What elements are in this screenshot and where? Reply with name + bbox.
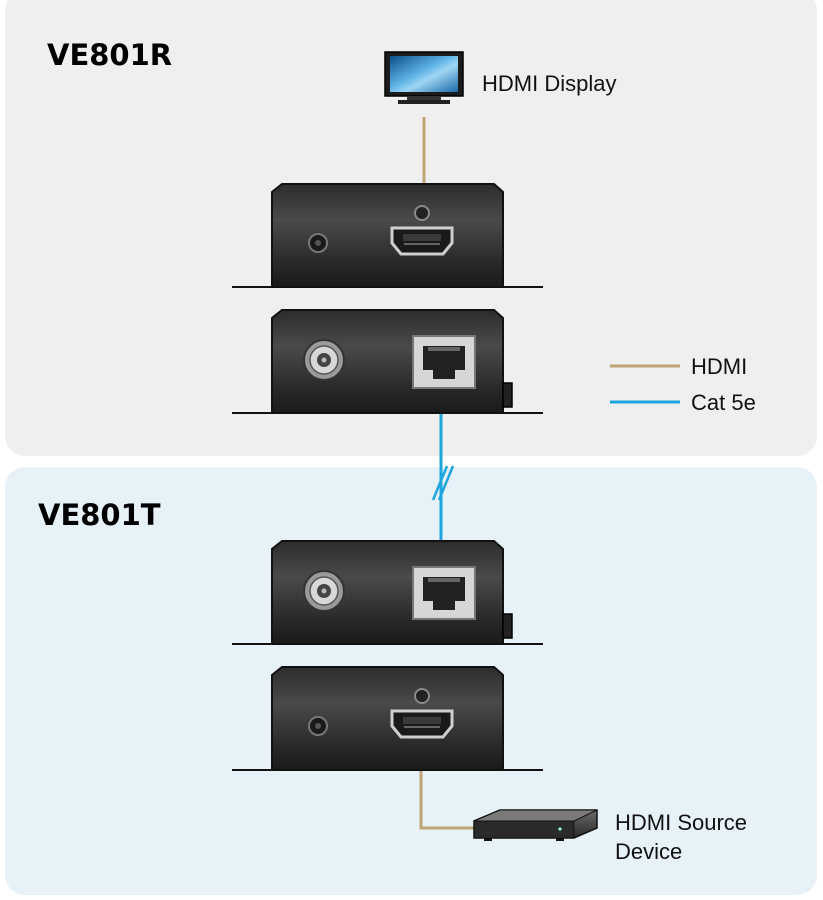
hdmi-source-label-line1: HDMI Source <box>615 810 747 835</box>
monitor-icon <box>384 51 464 104</box>
transmitter-title: VE801T <box>38 498 161 532</box>
transmitter-hdmi-side <box>230 665 545 772</box>
legend-hdmi-label: HDMI <box>691 354 747 379</box>
receiver-hdmi-side <box>230 182 545 289</box>
cable-break-mark <box>431 465 449 501</box>
hdmi-cable-source <box>419 763 475 830</box>
hdmi-source-label-line2: Device <box>615 839 682 864</box>
legend-cat5e-label: Cat 5e <box>691 390 756 415</box>
receiver-rj45-side <box>231 309 544 414</box>
set-top-box-icon <box>473 809 598 841</box>
cable-break-mark <box>437 465 455 501</box>
transmitter-rj45-side <box>231 540 544 645</box>
receiver-title: VE801R <box>47 38 172 72</box>
hdmi-display-label: HDMI Display <box>482 71 616 96</box>
